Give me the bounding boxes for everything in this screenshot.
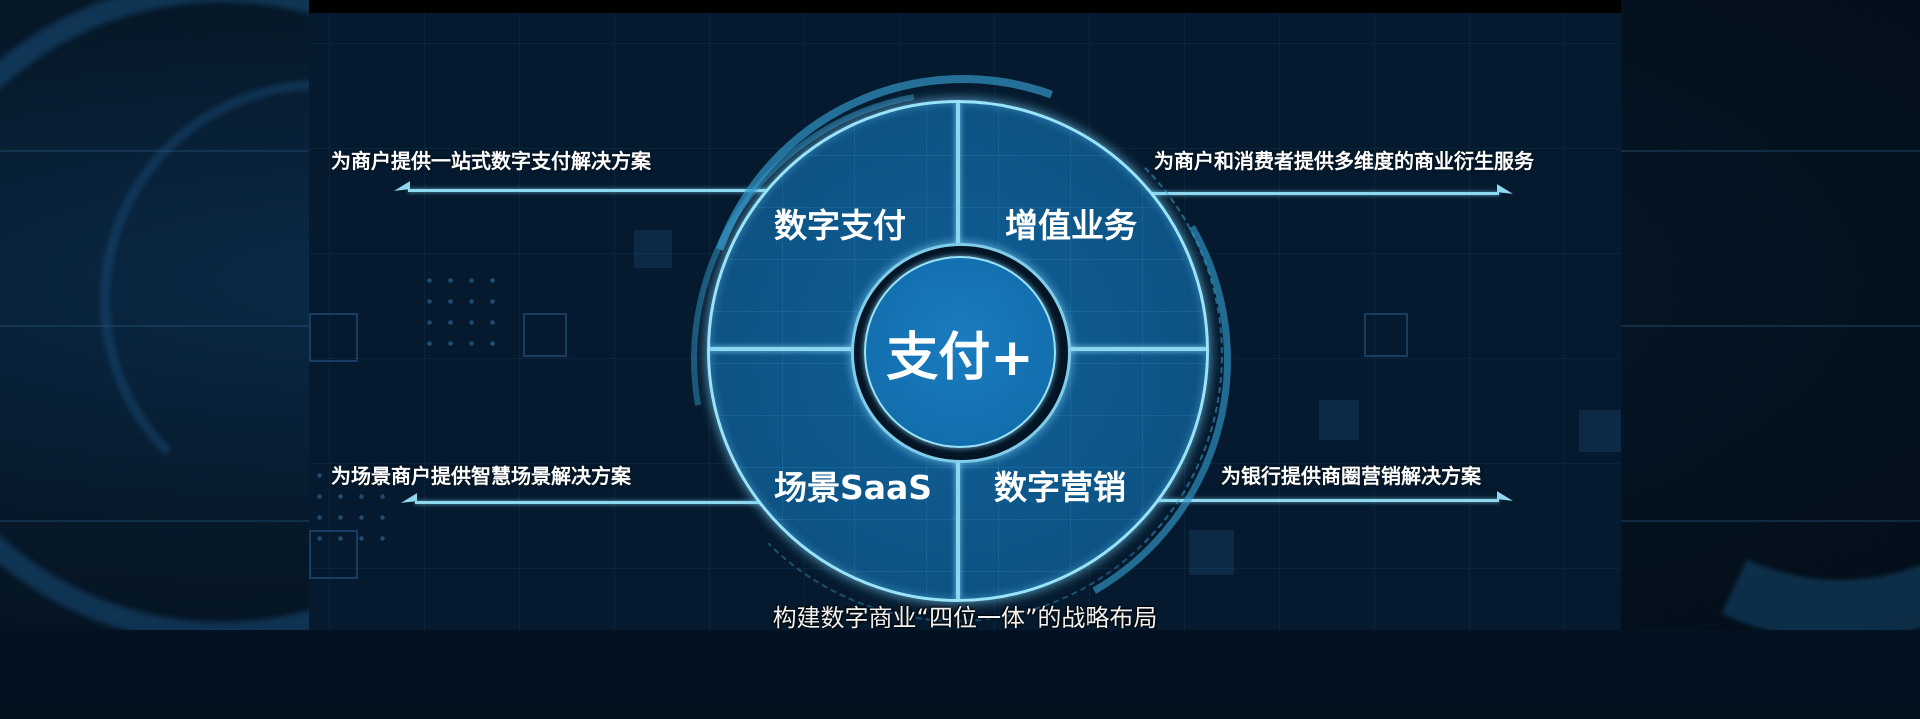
dot-grid: [309, 465, 393, 549]
description-value-added: 为商户和消费者提供多维度的商业衍生服务: [1154, 149, 1534, 173]
arrow-scene-saas: [401, 493, 765, 507]
letterbox-bar: [309, 0, 1621, 13]
description-digital-payment: 为商户提供一站式数字支付解决方案: [331, 149, 651, 173]
description-scene-saas: 为场景商户提供智慧场景解决方案: [331, 464, 631, 488]
outer-dashed-arc: [689, 88, 1223, 622]
quadrant-digital-marketing: 数字营销: [994, 468, 1126, 507]
circle-disc: 数字支付 增值业务 场景SaaS 数字营销 支付+: [707, 100, 1209, 602]
decorative-block: [1579, 410, 1621, 452]
decorative-square: [1364, 313, 1408, 357]
quadrant-digital-payment: 数字支付: [774, 206, 906, 245]
video-frame: 为商户提供一站式数字支付解决方案 为商户和消费者提供多维度的商业衍生服务 为场景…: [309, 0, 1621, 630]
decorative-block: [1189, 530, 1234, 575]
dot-grid: [419, 270, 503, 354]
decorative-square: [309, 313, 358, 362]
decorative-block: [1319, 400, 1359, 440]
arrow-value-added: [1144, 184, 1513, 198]
center-label: 支付+: [886, 327, 1034, 388]
decorative-block: [634, 230, 672, 268]
decorative-square: [523, 313, 567, 357]
subtitle-caption: 构建数字商业“四位一体”的战略布局: [772, 604, 1158, 630]
description-digital-marketing: 为银行提供商圈营销解决方案: [1221, 464, 1481, 488]
arrow-digital-payment: [394, 181, 768, 195]
decorative-square: [309, 530, 358, 579]
quadrant-scene-saas: 场景SaaS: [774, 468, 933, 507]
bottom-band: [0, 630, 1920, 700]
quadrant-value-added-services: 增值业务: [1005, 206, 1137, 245]
center-hub: 支付+: [864, 256, 1056, 448]
arrow-digital-marketing: [1144, 491, 1513, 505]
